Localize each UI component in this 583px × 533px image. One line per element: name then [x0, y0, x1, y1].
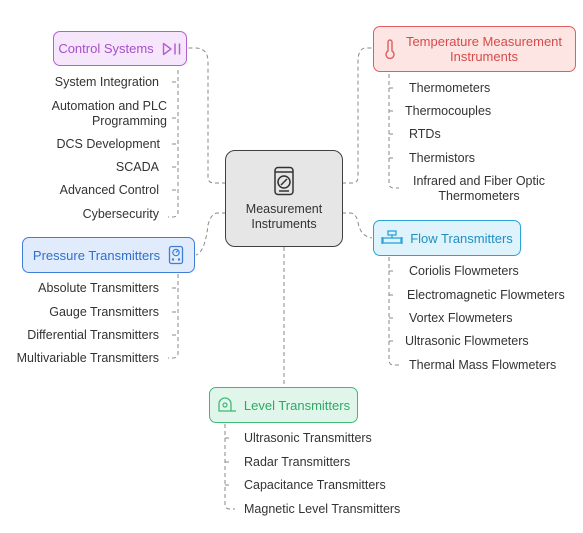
control-systems-title: Control Systems — [58, 41, 154, 56]
bracket-temperature — [388, 74, 399, 189]
bracket-flow — [388, 257, 399, 366]
list-item: Advanced Control — [59, 183, 159, 197]
tape-measure-icon — [217, 397, 237, 413]
connector-center-pressure — [195, 212, 226, 256]
control-systems-node[interactable]: Control Systems — [53, 31, 187, 66]
level-transmitters-node[interactable]: Level Transmitters — [209, 387, 358, 423]
temperature-node[interactable]: Temperature Measurement Instruments — [373, 26, 576, 72]
pressure-transmitters-node[interactable]: Pressure Transmitters — [22, 237, 195, 273]
list-item: SCADA — [115, 160, 159, 174]
connector-center-temperature — [342, 47, 373, 184]
flow-transmitters-node[interactable]: Flow Transmitters — [373, 220, 521, 256]
list-item: Cybersecurity — [82, 207, 159, 221]
list-item: Automation and PLC Programming — [51, 99, 167, 128]
bracket-control — [168, 70, 179, 218]
play-pause-icon — [162, 42, 182, 56]
list-item: Thermocouples — [405, 104, 492, 118]
list-item: Differential Transmitters — [27, 328, 159, 342]
list-item: Gauge Transmitters — [49, 305, 159, 319]
list-item: Ultrasonic Flowmeters — [405, 334, 529, 348]
level-transmitters-title: Level Transmitters — [243, 397, 351, 413]
list-item: Thermal Mass Flowmeters — [409, 358, 557, 372]
flow-transmitters-title: Flow Transmitters — [410, 230, 513, 246]
list-item: Vortex Flowmeters — [409, 311, 513, 325]
list-item: System Integration — [54, 75, 159, 89]
list-item: Coriolis Flowmeters — [409, 264, 519, 278]
list-item: Ultrasonic Transmitters — [244, 431, 372, 445]
list-item: Magnetic Level Transmitters — [244, 502, 401, 516]
list-item: Thermometers — [409, 81, 491, 95]
connector-center-control — [188, 47, 226, 184]
pressure-gauge-icon — [168, 245, 184, 265]
list-item: DCS Development — [56, 137, 160, 151]
pressure-transmitters-title: Pressure Transmitters — [32, 247, 161, 263]
center-label: Measurement Instruments — [245, 201, 323, 231]
gauge-icon — [273, 166, 295, 196]
temperature-title: Temperature Measurement Instruments — [405, 34, 563, 64]
list-item: Absolute Transmitters — [38, 281, 159, 295]
flow-valve-icon — [381, 230, 403, 246]
list-item: RTDs — [409, 127, 441, 141]
bracket-level — [224, 424, 235, 510]
list-item: Electromagnetic Flowmeters — [407, 288, 565, 302]
center-node[interactable]: Measurement Instruments — [225, 150, 343, 247]
bracket-pressure — [168, 274, 179, 359]
thermometer-icon — [384, 39, 396, 59]
list-item: Thermistors — [409, 151, 475, 165]
list-item: Multivariable Transmitters — [16, 351, 159, 365]
list-item: Radar Transmitters — [244, 455, 351, 469]
list-item: Capacitance Transmitters — [244, 478, 386, 492]
connector-center-flow — [342, 212, 373, 239]
list-item: Infrared and Fiber Optic Thermometers — [412, 174, 545, 203]
